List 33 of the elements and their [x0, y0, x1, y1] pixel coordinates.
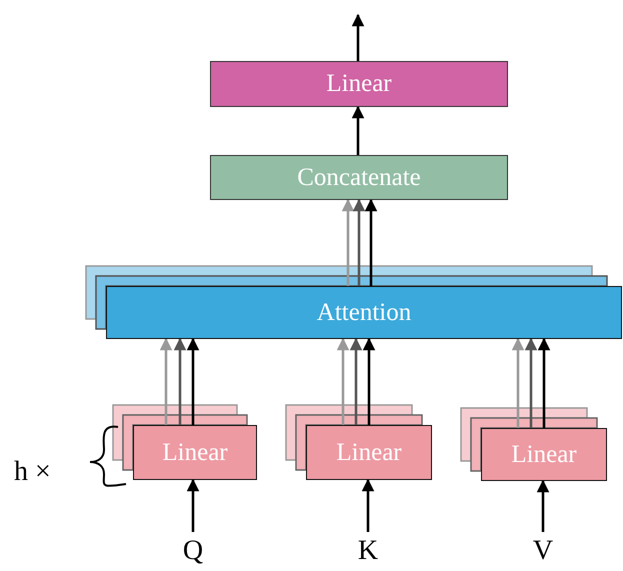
arrow — [186, 338, 200, 425]
layer-label: Linear — [326, 70, 392, 98]
arrow — [352, 198, 366, 286]
layer-box — [106, 286, 622, 339]
arrow — [536, 480, 550, 532]
arrow — [350, 338, 362, 425]
arrow — [352, 106, 364, 155]
arrow — [512, 338, 524, 428]
arrow — [336, 338, 350, 425]
arrow — [362, 338, 376, 425]
arrow — [362, 478, 374, 532]
layer-label: Concatenate — [297, 164, 421, 192]
arrow — [186, 478, 200, 532]
arrow — [538, 338, 550, 428]
layer-box — [210, 155, 508, 200]
input-label: V — [523, 532, 563, 570]
layer-label: Linear — [336, 438, 402, 466]
layer-box — [481, 428, 607, 481]
input-label: Q — [173, 532, 213, 570]
layer-label: Linear — [162, 438, 228, 466]
layer-box — [133, 425, 257, 480]
arrow — [364, 198, 378, 286]
arrow — [352, 14, 364, 61]
layer-label: Linear — [511, 440, 577, 468]
arrow — [160, 338, 172, 425]
head-count-label: h × — [14, 456, 51, 488]
arrow — [174, 338, 186, 425]
arrow — [524, 338, 538, 428]
input-label: K — [348, 532, 388, 570]
arrow — [342, 198, 354, 286]
layer-box — [306, 425, 432, 480]
layer-label: Attention — [316, 298, 412, 326]
layer-box — [210, 61, 508, 107]
